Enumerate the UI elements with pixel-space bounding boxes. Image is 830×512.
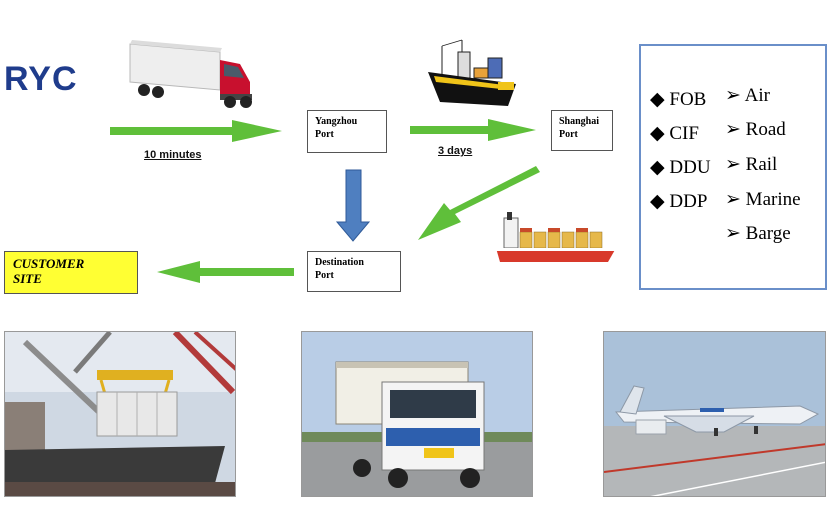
- destination-port-node: Destination Port: [307, 251, 401, 292]
- container-truck-photo: [301, 331, 533, 497]
- diamond-bullet-icon: ◆: [650, 191, 665, 212]
- terms-and-modes-box: ◆ FOB ◆ CIF ◆ DDU ◆ DDP ➢ Air ➢ Road ➢ R…: [639, 44, 827, 290]
- arrow-to-yangzhou: [110, 120, 282, 142]
- mode-item: ➢ Road: [725, 119, 786, 140]
- diamond-bullet-icon: ◆: [650, 89, 665, 110]
- edge-label-3-days: 3 days: [438, 145, 473, 157]
- node-label: Port: [315, 129, 334, 140]
- mode-item: ➢ Barge: [725, 223, 791, 244]
- arrow-bullet-icon: ➢: [725, 223, 741, 244]
- node-label: Port: [315, 270, 334, 281]
- arrow-bullet-icon: ➢: [725, 154, 741, 175]
- term-item: ◆ DDP: [650, 191, 708, 212]
- node-label: Destination: [315, 257, 364, 268]
- arrow-bullet-icon: ➢: [725, 189, 741, 210]
- node-label: Yangzhou: [315, 116, 358, 127]
- mode-item: ➢ Air: [725, 85, 770, 106]
- truck-icon: [129, 40, 252, 108]
- arrow-bullet-icon: ➢: [725, 119, 741, 140]
- node-label: Shanghai: [559, 116, 600, 127]
- node-label: Port: [559, 129, 578, 140]
- node-label: SITE: [13, 271, 42, 286]
- container-ship-icon: [496, 212, 616, 262]
- diamond-bullet-icon: ◆: [650, 123, 665, 144]
- arrow-bullet-icon: ➢: [725, 85, 741, 106]
- node-label: CUSTOMER: [13, 256, 85, 271]
- cargo-ship-icon: [428, 39, 516, 106]
- arrow-destination-to-customer: [157, 261, 294, 283]
- mode-item: ➢ Rail: [725, 154, 778, 175]
- yangzhou-port-node: Yangzhou Port: [307, 110, 387, 153]
- term-item: ◆ DDU: [650, 157, 711, 178]
- crane-loading-photo: [4, 331, 236, 497]
- arrow-yangzhou-to-shanghai: [410, 119, 536, 141]
- arrow-shanghai-to-destination: [418, 166, 540, 240]
- arrow-yangzhou-to-destination: [335, 169, 371, 242]
- term-item: ◆ FOB: [650, 89, 707, 110]
- customer-site-node: CUSTOMER SITE: [4, 251, 138, 294]
- diamond-bullet-icon: ◆: [650, 157, 665, 178]
- ryc-logo: RYC: [4, 60, 78, 98]
- cargo-plane-photo: [603, 331, 826, 497]
- edge-label-10-minutes: 10 minutes: [144, 149, 202, 161]
- flow-arrows: [110, 119, 540, 283]
- shanghai-port-node: Shanghai Port: [551, 110, 613, 151]
- mode-item: ➢ Marine: [725, 189, 801, 210]
- term-item: ◆ CIF: [650, 123, 699, 144]
